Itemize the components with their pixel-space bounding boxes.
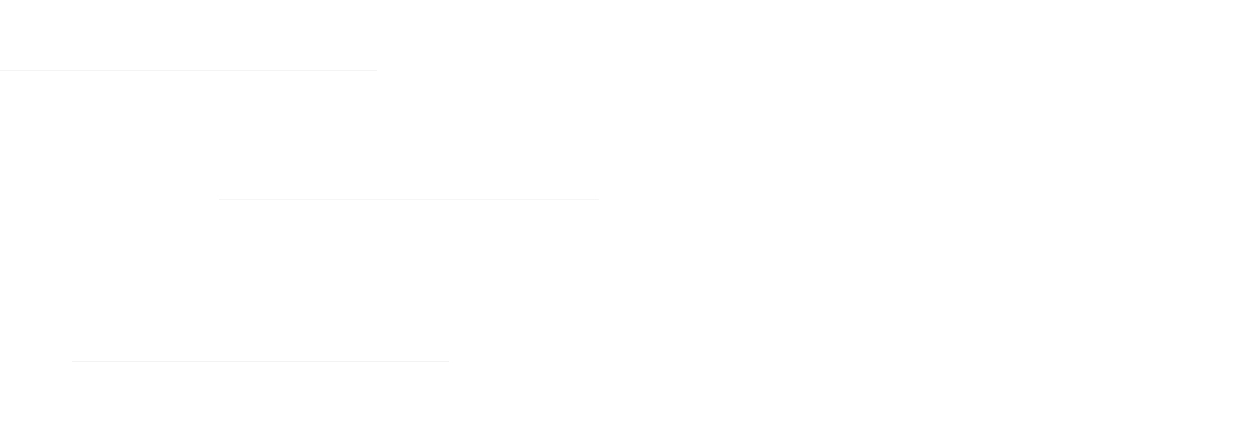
divider-line-middle xyxy=(219,199,599,200)
divider-line-top xyxy=(0,70,377,71)
divider-line-bottom xyxy=(72,361,449,362)
